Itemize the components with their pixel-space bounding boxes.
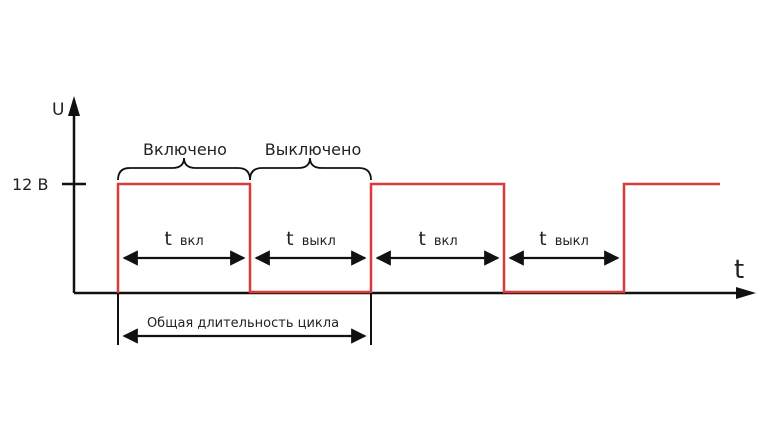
brace-label-on: Включено	[143, 140, 227, 159]
interval-label-4: t выкл	[539, 228, 589, 250]
interval-label-1: t вкл	[164, 228, 203, 250]
y-axis-arrow	[68, 96, 80, 116]
pwm-signal	[116, 182, 720, 294]
braces	[117, 157, 372, 181]
reference-lines	[117, 293, 372, 345]
brace-label-off: Выключено	[265, 140, 362, 159]
brace-on	[117, 157, 251, 181]
x-axis-arrow	[736, 287, 756, 299]
cycle-label: Общая длительность цикла	[147, 316, 339, 331]
interval-label-2: t выкл	[286, 228, 336, 250]
axes: U t 12 В	[12, 96, 756, 299]
y-axis-label: U	[52, 100, 64, 120]
level-label: 12 В	[12, 175, 48, 194]
x-axis-label: t	[734, 255, 744, 285]
interval-label-3: t вкл	[418, 228, 457, 250]
brace-off	[249, 157, 372, 181]
